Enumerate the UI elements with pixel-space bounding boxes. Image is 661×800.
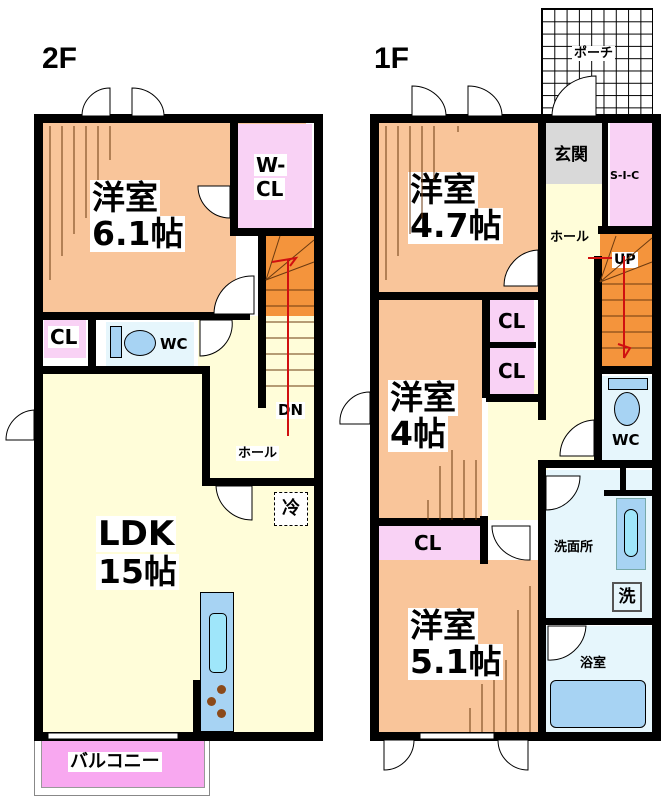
label-2f-cl: CL [48, 325, 80, 349]
label-2f-western-name: 洋室 [90, 178, 160, 217]
label-2f-wc: WC [158, 335, 190, 353]
door-icon [131, 87, 165, 117]
toilet-2f-tank-icon [110, 326, 122, 358]
stove-burner-icon [207, 697, 216, 706]
label-1f-western-a-name: 洋室 [408, 170, 478, 209]
label-2f-balcony: バルコニー [68, 751, 162, 772]
label-1f-western-a-size: 4.7帖 [408, 206, 504, 245]
toilet-2f-bowl-icon [124, 330, 156, 356]
label-2f-hall: ホール [236, 446, 280, 461]
stove-burner-icon [217, 709, 226, 718]
label-1f-wc: WC [610, 431, 642, 449]
room-2f-wcl [238, 124, 312, 228]
basin-icon [624, 509, 638, 557]
door-icon [339, 391, 371, 425]
label-1f-western-c-size: 5.1帖 [408, 642, 504, 681]
door-icon [383, 739, 415, 771]
door-icon [411, 85, 447, 117]
label-1f-hall: ホール [548, 230, 592, 245]
door-icon [467, 85, 503, 117]
kitchen-counter [200, 592, 234, 732]
label-1f-western-b-name: 洋室 [388, 378, 458, 417]
label-1f-cl-c: CL [412, 531, 444, 555]
room-2f-ldk [42, 374, 314, 732]
sink-icon [209, 613, 227, 673]
door-icon [491, 525, 531, 561]
door-icon [497, 739, 529, 771]
label-1f-western-b-size: 4帖 [388, 414, 448, 453]
label-1f-cl-a: CL [496, 309, 528, 333]
door-icon [5, 409, 35, 441]
label-1f-sic: S-I-C [610, 169, 640, 182]
label-1f-western-c-name: 洋室 [408, 606, 478, 645]
label-2f-ldk-name: LDK [96, 514, 177, 554]
label-1f-bathroom: 浴室 [578, 656, 609, 671]
label-1f-cl-b: CL [496, 359, 528, 383]
floor-label-1f: 1F [374, 42, 410, 75]
stove-burner-icon [217, 685, 226, 694]
door-icon [81, 87, 111, 117]
label-2f-dn: DN [276, 401, 306, 419]
label-1f-up: UP [612, 252, 638, 268]
bathtub-icon [550, 680, 646, 728]
label-1f-entrance: 玄関 [552, 145, 590, 165]
label-2f-fridge: 冷 [274, 492, 308, 526]
toilet-icon [608, 378, 648, 390]
label-2f-wcl-2: CL [254, 177, 286, 201]
label-2f-western-size: 6.1帖 [90, 214, 186, 253]
porch-area [541, 8, 653, 118]
toilet-bowl-icon [614, 392, 640, 426]
label-1f-porch: ポーチ [572, 46, 616, 61]
vanity-sink-icon [616, 498, 646, 570]
label-2f-wcl-1: W- [254, 153, 288, 177]
label-2f-ldk-size: 15帖 [96, 552, 179, 591]
label-1f-washer: 洗 [612, 582, 642, 612]
label-1f-washroom: 洗面所 [552, 540, 596, 555]
floor-label-2f: 2F [42, 42, 78, 75]
